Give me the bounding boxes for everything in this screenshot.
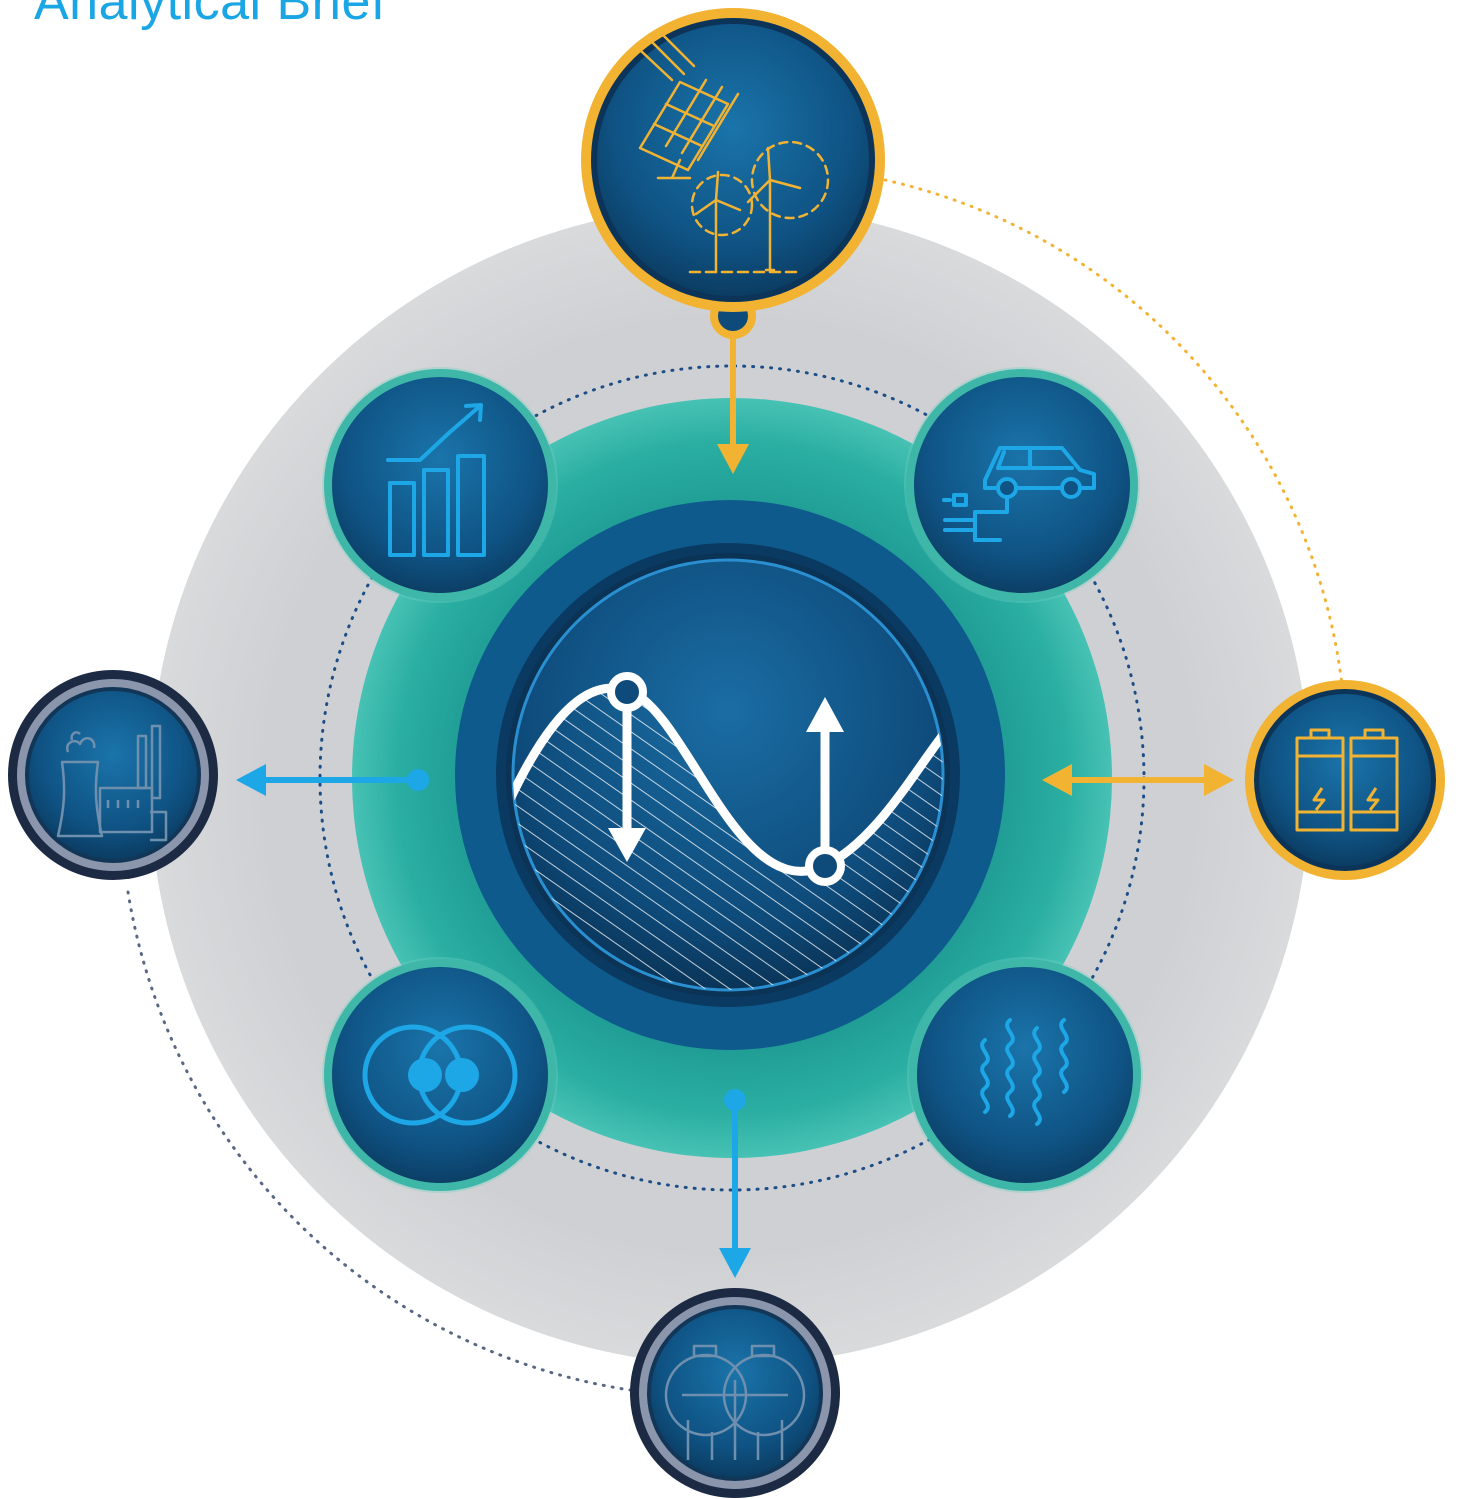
power-plant-icon <box>56 724 168 842</box>
right-bidirectional-arrow <box>1042 764 1234 796</box>
heat-waves-icon <box>980 1018 1069 1126</box>
storage-tanks-icon <box>664 1344 806 1460</box>
gray-dotted-connector <box>126 890 632 1392</box>
node-upper-right <box>904 367 1140 603</box>
left-out-arrow <box>236 764 429 796</box>
node-top <box>581 8 885 312</box>
page-title: Analytical Brief <box>34 0 386 31</box>
center-node <box>506 553 950 997</box>
electric-car-charging-icon <box>942 446 1096 542</box>
node-lower-left <box>322 957 558 1193</box>
node-lower-right <box>907 957 1143 1193</box>
node-left <box>8 670 218 880</box>
solar-panel-and-wind-turbines-icon <box>638 32 830 274</box>
growth-bar-chart-icon <box>386 403 486 557</box>
gold-dotted-connector <box>883 178 1344 687</box>
overlapping-circles-icon <box>362 1024 518 1126</box>
node-right <box>1245 680 1445 880</box>
sine-wave-supply-demand-icon <box>513 672 943 990</box>
node-bottom <box>630 1288 840 1498</box>
bottom-out-arrow <box>719 1089 751 1278</box>
node-upper-left <box>322 367 558 603</box>
batteries-icon <box>1295 728 1399 832</box>
